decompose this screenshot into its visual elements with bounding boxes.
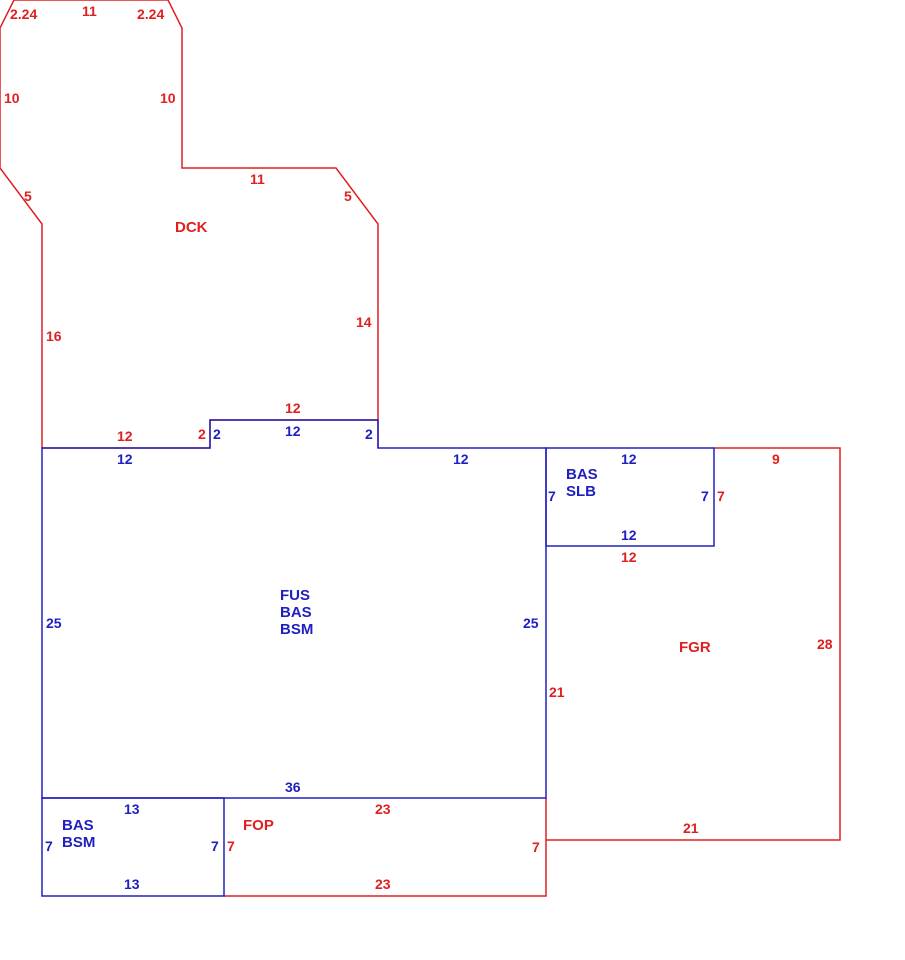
area-label-main-line2: BAS <box>280 604 312 621</box>
dim-dck-top: 11 <box>82 3 97 19</box>
dim-main-bottom: 36 <box>285 779 301 795</box>
dim-dck-top-left-bevel: 2.24 <box>10 6 37 22</box>
dimension-labels-bsm: 13 7 7 13 <box>45 801 219 892</box>
porch-outline <box>224 798 547 897</box>
dim-fgr-right: 28 <box>817 636 833 652</box>
dim-slb-right: 7 <box>701 488 709 504</box>
area-labels: DCK FUS BAS BSM BAS SLB FGR BAS BSM FOP <box>62 219 711 851</box>
dim-fop-top: 23 <box>375 801 391 817</box>
dim-slb-top: 12 <box>621 451 637 467</box>
slab-room-outline <box>545 447 715 547</box>
dim-dck-top-right-bevel: 2.24 <box>137 6 164 22</box>
dim-fgr-notch: 7 <box>717 488 725 504</box>
dimension-labels-fop: 7 23 23 <box>227 801 391 892</box>
area-label-bsm-line1: BAS <box>62 817 94 834</box>
dim-fgr-bottom: 21 <box>683 820 699 836</box>
dimension-labels-fgr: 9 7 12 28 21 21 7 <box>532 451 833 855</box>
dim-bsm-bottom: 13 <box>124 876 140 892</box>
dim-slb-bottom: 12 <box>621 527 637 543</box>
area-label-main-line3: BSM <box>280 621 313 638</box>
dim-dck-bottom-right: 12 <box>285 400 301 416</box>
dim-slb-left: 7 <box>548 488 556 504</box>
dim-main-top-right: 12 <box>453 451 469 467</box>
dim-fgr-notch-bottom: 12 <box>621 549 637 565</box>
dim-main-top-left: 12 <box>117 451 133 467</box>
deck-outline <box>0 0 379 448</box>
dimension-labels-main: 2 12 2 12 12 25 25 36 <box>46 423 539 795</box>
dim-main-top-middle: 12 <box>285 423 301 439</box>
area-label-fgr: FGR <box>679 639 711 656</box>
dim-dck-inner-right: 10 <box>160 90 176 106</box>
dim-fgr-top: 9 <box>772 451 780 467</box>
area-label-bsm-line2: BSM <box>62 834 95 851</box>
dim-dck-right-bevel: 5 <box>344 188 352 204</box>
dim-main-left: 25 <box>46 615 62 631</box>
area-label-slb-line1: BAS <box>566 466 598 483</box>
dim-dck-bottom-step: 2 <box>198 426 206 442</box>
dim-fop-left: 7 <box>227 838 235 854</box>
dim-dck-right-lower: 14 <box>356 314 372 330</box>
dim-dck-bottom-left: 12 <box>117 428 133 444</box>
dim-dck-middle: 11 <box>250 171 265 187</box>
garage-outline <box>546 447 841 841</box>
area-label-main-line1: FUS <box>280 587 310 604</box>
dim-dck-left-bevel: 5 <box>24 188 32 204</box>
dim-bsm-top: 13 <box>124 801 140 817</box>
dim-fgr-left: 21 <box>549 684 565 700</box>
blue-outlines <box>41 419 715 897</box>
dimension-labels-dck: 2.24 11 2.24 10 10 5 11 5 16 14 12 2 12 <box>4 3 372 444</box>
area-label-dck: DCK <box>175 219 208 236</box>
dim-bsm-right: 7 <box>211 838 219 854</box>
dim-dck-left-upper: 10 <box>4 90 20 106</box>
dim-fgr-left-lower: 7 <box>532 839 540 855</box>
area-label-slb-line2: SLB <box>566 483 596 500</box>
dim-main-step-right: 2 <box>365 426 373 442</box>
basement-room-outline <box>41 797 225 897</box>
dim-main-right: 25 <box>523 615 539 631</box>
dim-bsm-left: 7 <box>45 838 53 854</box>
dim-dck-left-lower: 16 <box>46 328 62 344</box>
dimension-labels-slb: 12 7 7 12 <box>548 451 709 543</box>
dim-main-step-left: 2 <box>213 426 221 442</box>
area-label-fop: FOP <box>243 817 274 834</box>
dim-fop-bottom: 23 <box>375 876 391 892</box>
